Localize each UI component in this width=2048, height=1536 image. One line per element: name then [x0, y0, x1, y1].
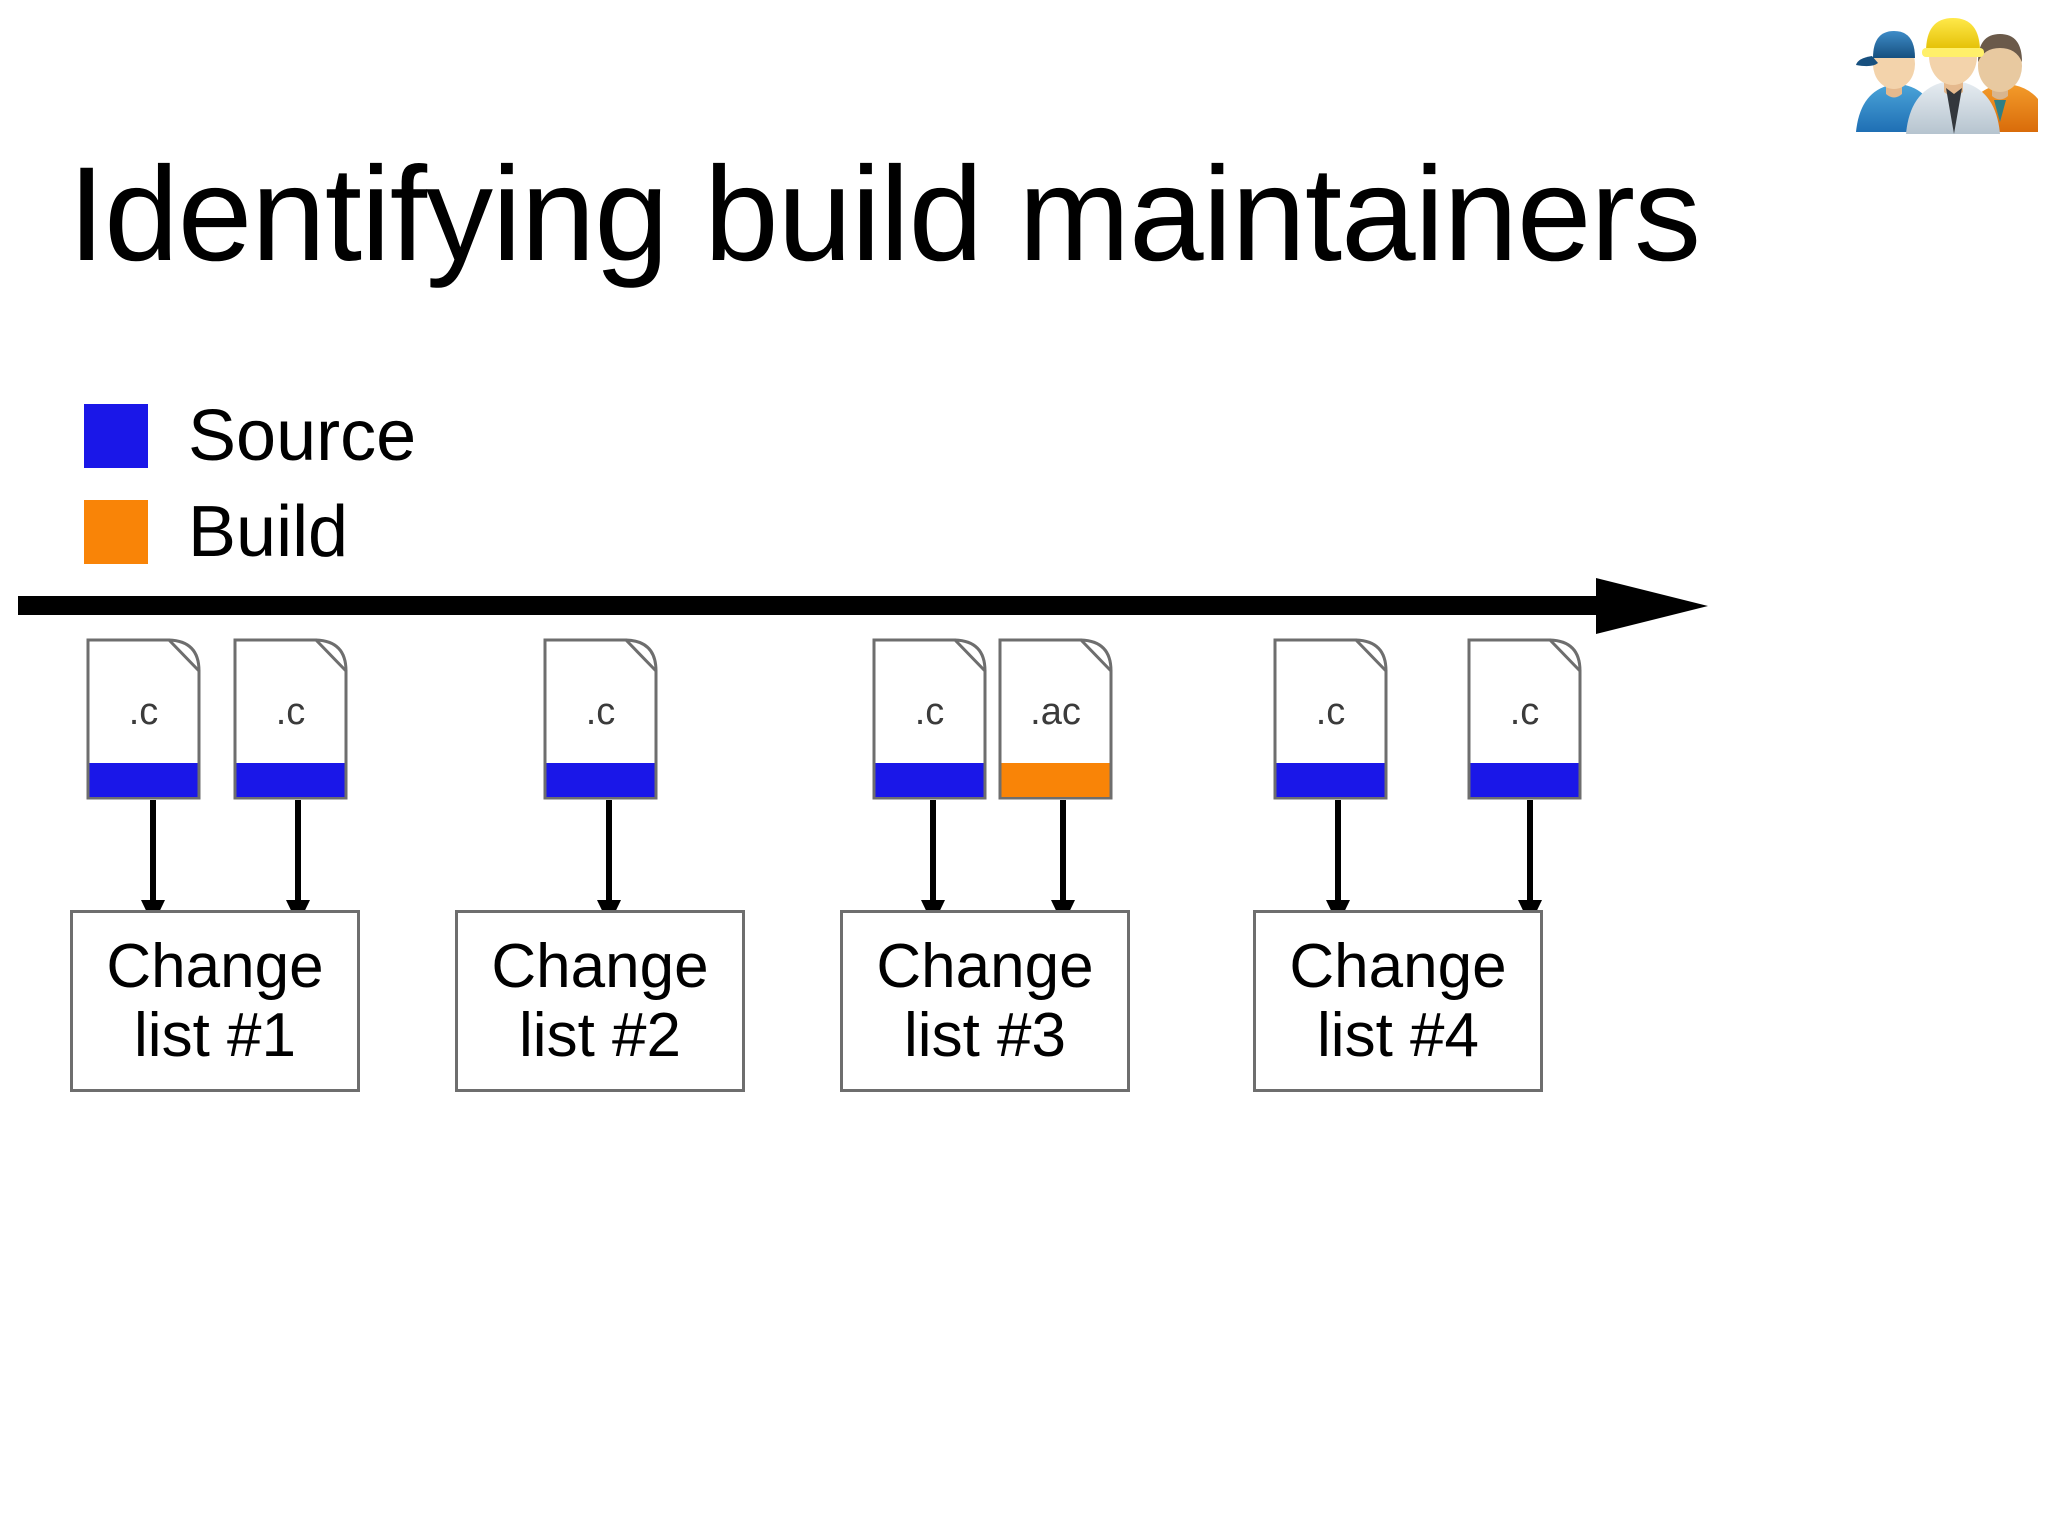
- legend-item-source: Source: [84, 388, 416, 484]
- changelist-label-line2: list #4: [1317, 1001, 1479, 1070]
- file-icon-c-5[interactable]: .c: [1272, 637, 1389, 801]
- file-icon-ac-1[interactable]: .ac: [997, 637, 1114, 801]
- connector-arrow: [1510, 800, 1550, 925]
- file-icon-c-2[interactable]: .c: [232, 637, 349, 801]
- changelist-label-line2: list #1: [134, 1001, 296, 1070]
- changelist-label-line1: Change: [1289, 931, 1507, 1001]
- legend-label-build: Build: [188, 492, 349, 572]
- changelist-label-line1: Change: [491, 931, 709, 1001]
- build-maintainers-people-icon: [1852, 4, 2048, 136]
- legend-swatch-build: [84, 500, 148, 564]
- legend: Source Build: [84, 388, 416, 580]
- changelist-label-line1: Change: [106, 931, 324, 1001]
- changelist-label-line1: Change: [876, 931, 1094, 1001]
- changelist-label-line2: list #2: [519, 1001, 681, 1070]
- worker-yellow-hardhat-avatar: [1906, 18, 2000, 134]
- changelist-label-line2: list #3: [904, 1001, 1066, 1070]
- time-axis-arrow: [18, 578, 1708, 634]
- file-icon-c-3[interactable]: .c: [542, 637, 659, 801]
- legend-swatch-source: [84, 404, 148, 468]
- connector-arrow: [589, 800, 629, 925]
- changelist-box-3[interactable]: Change list #3: [840, 910, 1130, 1092]
- file-icon-c-6[interactable]: .c: [1466, 637, 1583, 801]
- file-icon-c-4[interactable]: .c: [871, 637, 988, 801]
- connector-arrow: [913, 800, 953, 925]
- connector-arrow: [1318, 800, 1358, 925]
- legend-item-build: Build: [84, 484, 416, 580]
- changelist-box-1[interactable]: Change list #1: [70, 910, 360, 1092]
- legend-label-source: Source: [188, 396, 417, 476]
- page-title: Identifying build maintainers: [68, 140, 1701, 289]
- changelist-box-4[interactable]: Change list #4: [1253, 910, 1543, 1092]
- connector-arrow: [278, 800, 318, 925]
- changelist-box-2[interactable]: Change list #2: [455, 910, 745, 1092]
- connector-arrow: [133, 800, 173, 925]
- file-icon-c-1[interactable]: .c: [85, 637, 202, 801]
- connector-arrow: [1043, 800, 1083, 925]
